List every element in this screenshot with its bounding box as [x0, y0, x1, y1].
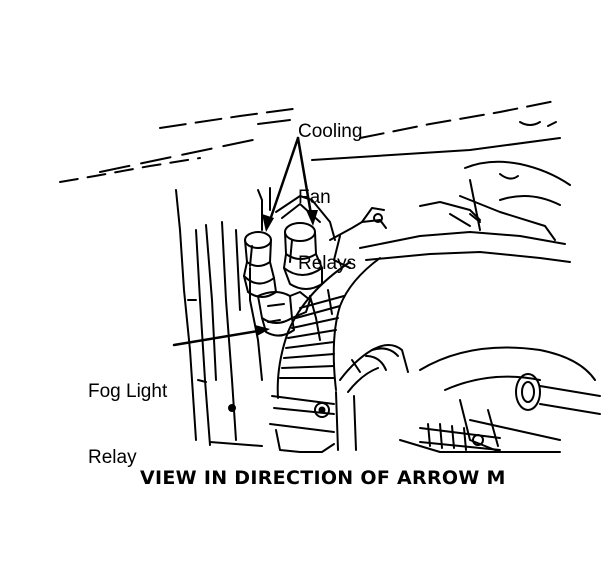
hood-outline [59, 99, 561, 183]
lower-right-mechanism [399, 346, 601, 453]
cooling-fan-relays-line-2: Fan [298, 187, 331, 208]
hose-clamp [269, 395, 335, 453]
diagram-caption: VIEW IN DIRECTION OF ARROW M [140, 467, 506, 489]
fog-light-relay-line-2: Relay [88, 447, 137, 468]
fog-light-relay-line-1: Fog Light [88, 381, 168, 402]
corrugated-hose [276, 257, 381, 399]
strut-tower [311, 137, 571, 241]
fog-light-relay-label: Fog Light Relay [88, 337, 167, 491]
cooling-fan-relays-line-1: Cooling [298, 121, 363, 142]
cooling-fan-relays-label: Cooling Fan Relays [298, 77, 362, 297]
lower-hose [335, 344, 409, 451]
leader-arrowheads [255, 210, 318, 336]
intake-pipe [329, 201, 571, 269]
cooling-fan-relay-left [243, 231, 277, 298]
throttle-linkage [419, 423, 501, 451]
fog-light-relay [257, 291, 311, 337]
fender-panel [175, 187, 271, 447]
cooling-fan-relays-line-3: Relays [298, 253, 357, 274]
leader-lines [172, 136, 314, 347]
